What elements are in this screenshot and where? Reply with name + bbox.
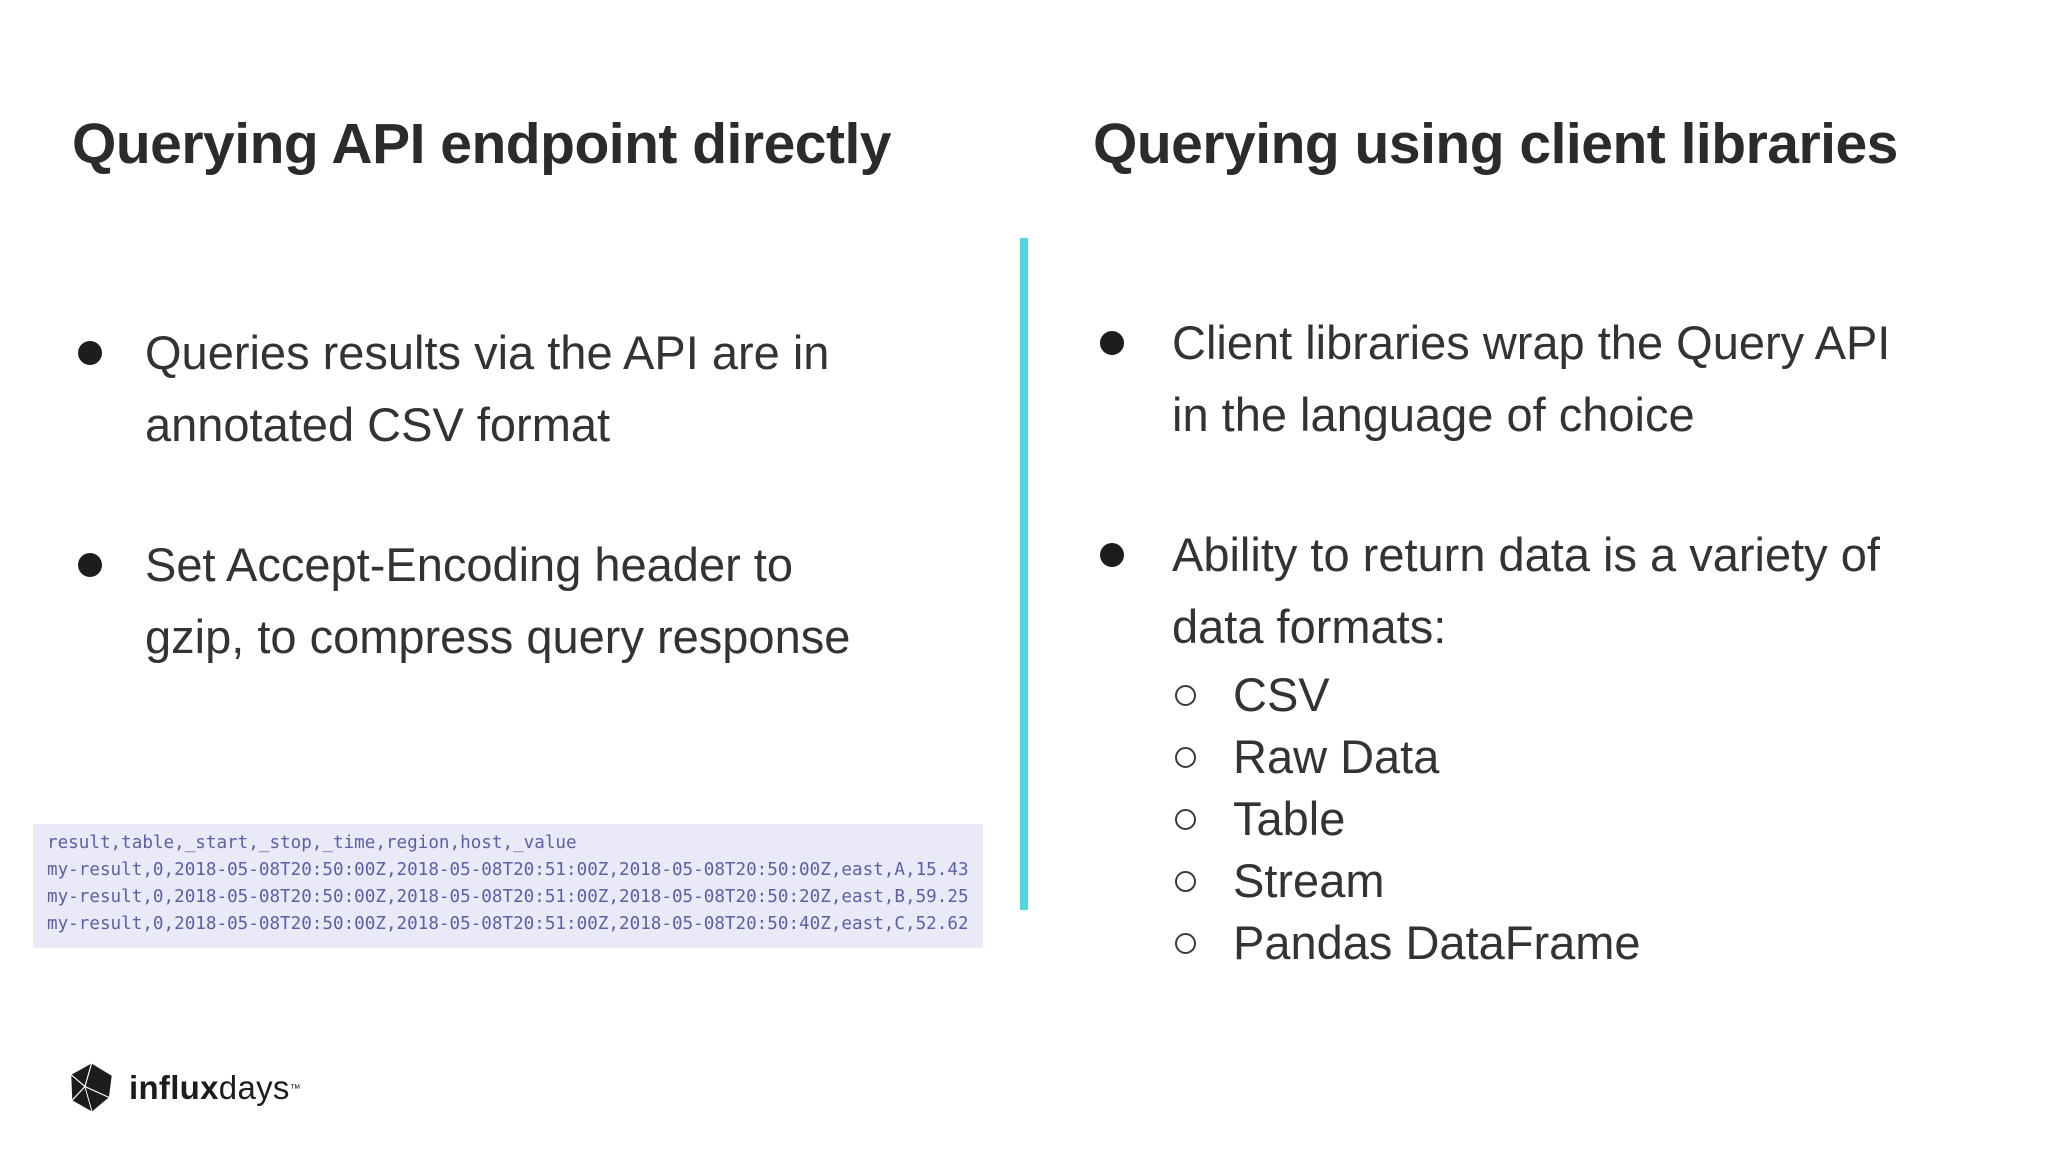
bullet-line: gzip, to compress query response [145,610,851,663]
bullet-line: Set Accept-Encoding header to [145,538,793,591]
bullet-text: Queries results via the API are in annot… [145,317,829,461]
csv-code-block: result,table,_start,_stop,_time,region,h… [33,824,983,948]
bullet-line: Client libraries wrap the Query API [1172,316,1891,369]
code-line: my-result,0,2018-05-08T20:50:00Z,2018-05… [47,914,969,934]
list-item: Table [1175,788,1641,850]
code-line: my-result,0,2018-05-08T20:50:00Z,2018-05… [47,860,969,880]
bullet-line: Ability to return data is a variety of [1172,528,1880,581]
sub-bullet-text: Table [1233,792,1346,845]
list-item: Queries results via the API are in annot… [78,317,850,461]
list-item: Set Accept-Encoding header to gzip, to c… [78,529,850,673]
list-item: Ability to return data is a variety of d… [1100,519,1890,663]
logo-wordmark: influxdays™ [129,1063,301,1112]
bullet-line: in the language of choice [1172,388,1695,441]
list-item: Client libraries wrap the Query API in t… [1100,307,1890,451]
trademark-symbol: ™ [289,1083,302,1095]
logo-text-light: days [218,1069,290,1106]
hollow-bullet-icon [1175,933,1196,954]
bullet-dot-icon [1100,543,1124,567]
influxdata-polyhedron-icon [70,1063,112,1112]
bullet-text: Client libraries wrap the Query API in t… [1172,307,1890,451]
sub-bullet-text: Raw Data [1233,730,1440,783]
sub-bullet-text: Pandas DataFrame [1233,916,1641,969]
code-line: result,table,_start,_stop,_time,region,h… [47,833,577,853]
bullet-dot-icon [78,341,102,365]
bullet-line: data formats: [1172,600,1447,653]
right-column-title: Querying using client libraries [1093,112,1898,176]
code-line: my-result,0,2018-05-08T20:50:00Z,2018-05… [47,887,969,907]
hollow-bullet-icon [1175,685,1196,706]
bullet-line: annotated CSV format [145,398,611,451]
influxdays-logo: influxdays™ [68,1063,301,1112]
bullet-line: Queries results via the API are in [145,326,830,379]
bullet-dot-icon [1100,331,1124,355]
left-bullet-list: Queries results via the API are in annot… [78,317,850,673]
bullet-dot-icon [78,553,102,577]
hollow-bullet-icon [1175,747,1196,768]
bullet-text: Ability to return data is a variety of d… [1172,519,1880,663]
sub-bullet-text: CSV [1233,668,1330,721]
sub-bullet-text: Stream [1233,854,1385,907]
bullet-text: Set Accept-Encoding header to gzip, to c… [145,529,850,673]
list-item: Pandas DataFrame [1175,912,1641,974]
list-item: CSV [1175,664,1641,726]
hollow-bullet-icon [1175,809,1196,830]
column-divider [1020,238,1028,910]
logo-text-bold: influx [129,1069,219,1106]
hollow-bullet-icon [1175,871,1196,892]
list-item: Raw Data [1175,726,1641,788]
data-format-sub-list: CSV Raw Data Table Stream Pandas DataFra… [1175,664,1641,974]
list-item: Stream [1175,850,1641,912]
left-column-title: Querying API endpoint directly [72,112,892,176]
right-bullet-list: Client libraries wrap the Query API in t… [1100,307,1890,663]
